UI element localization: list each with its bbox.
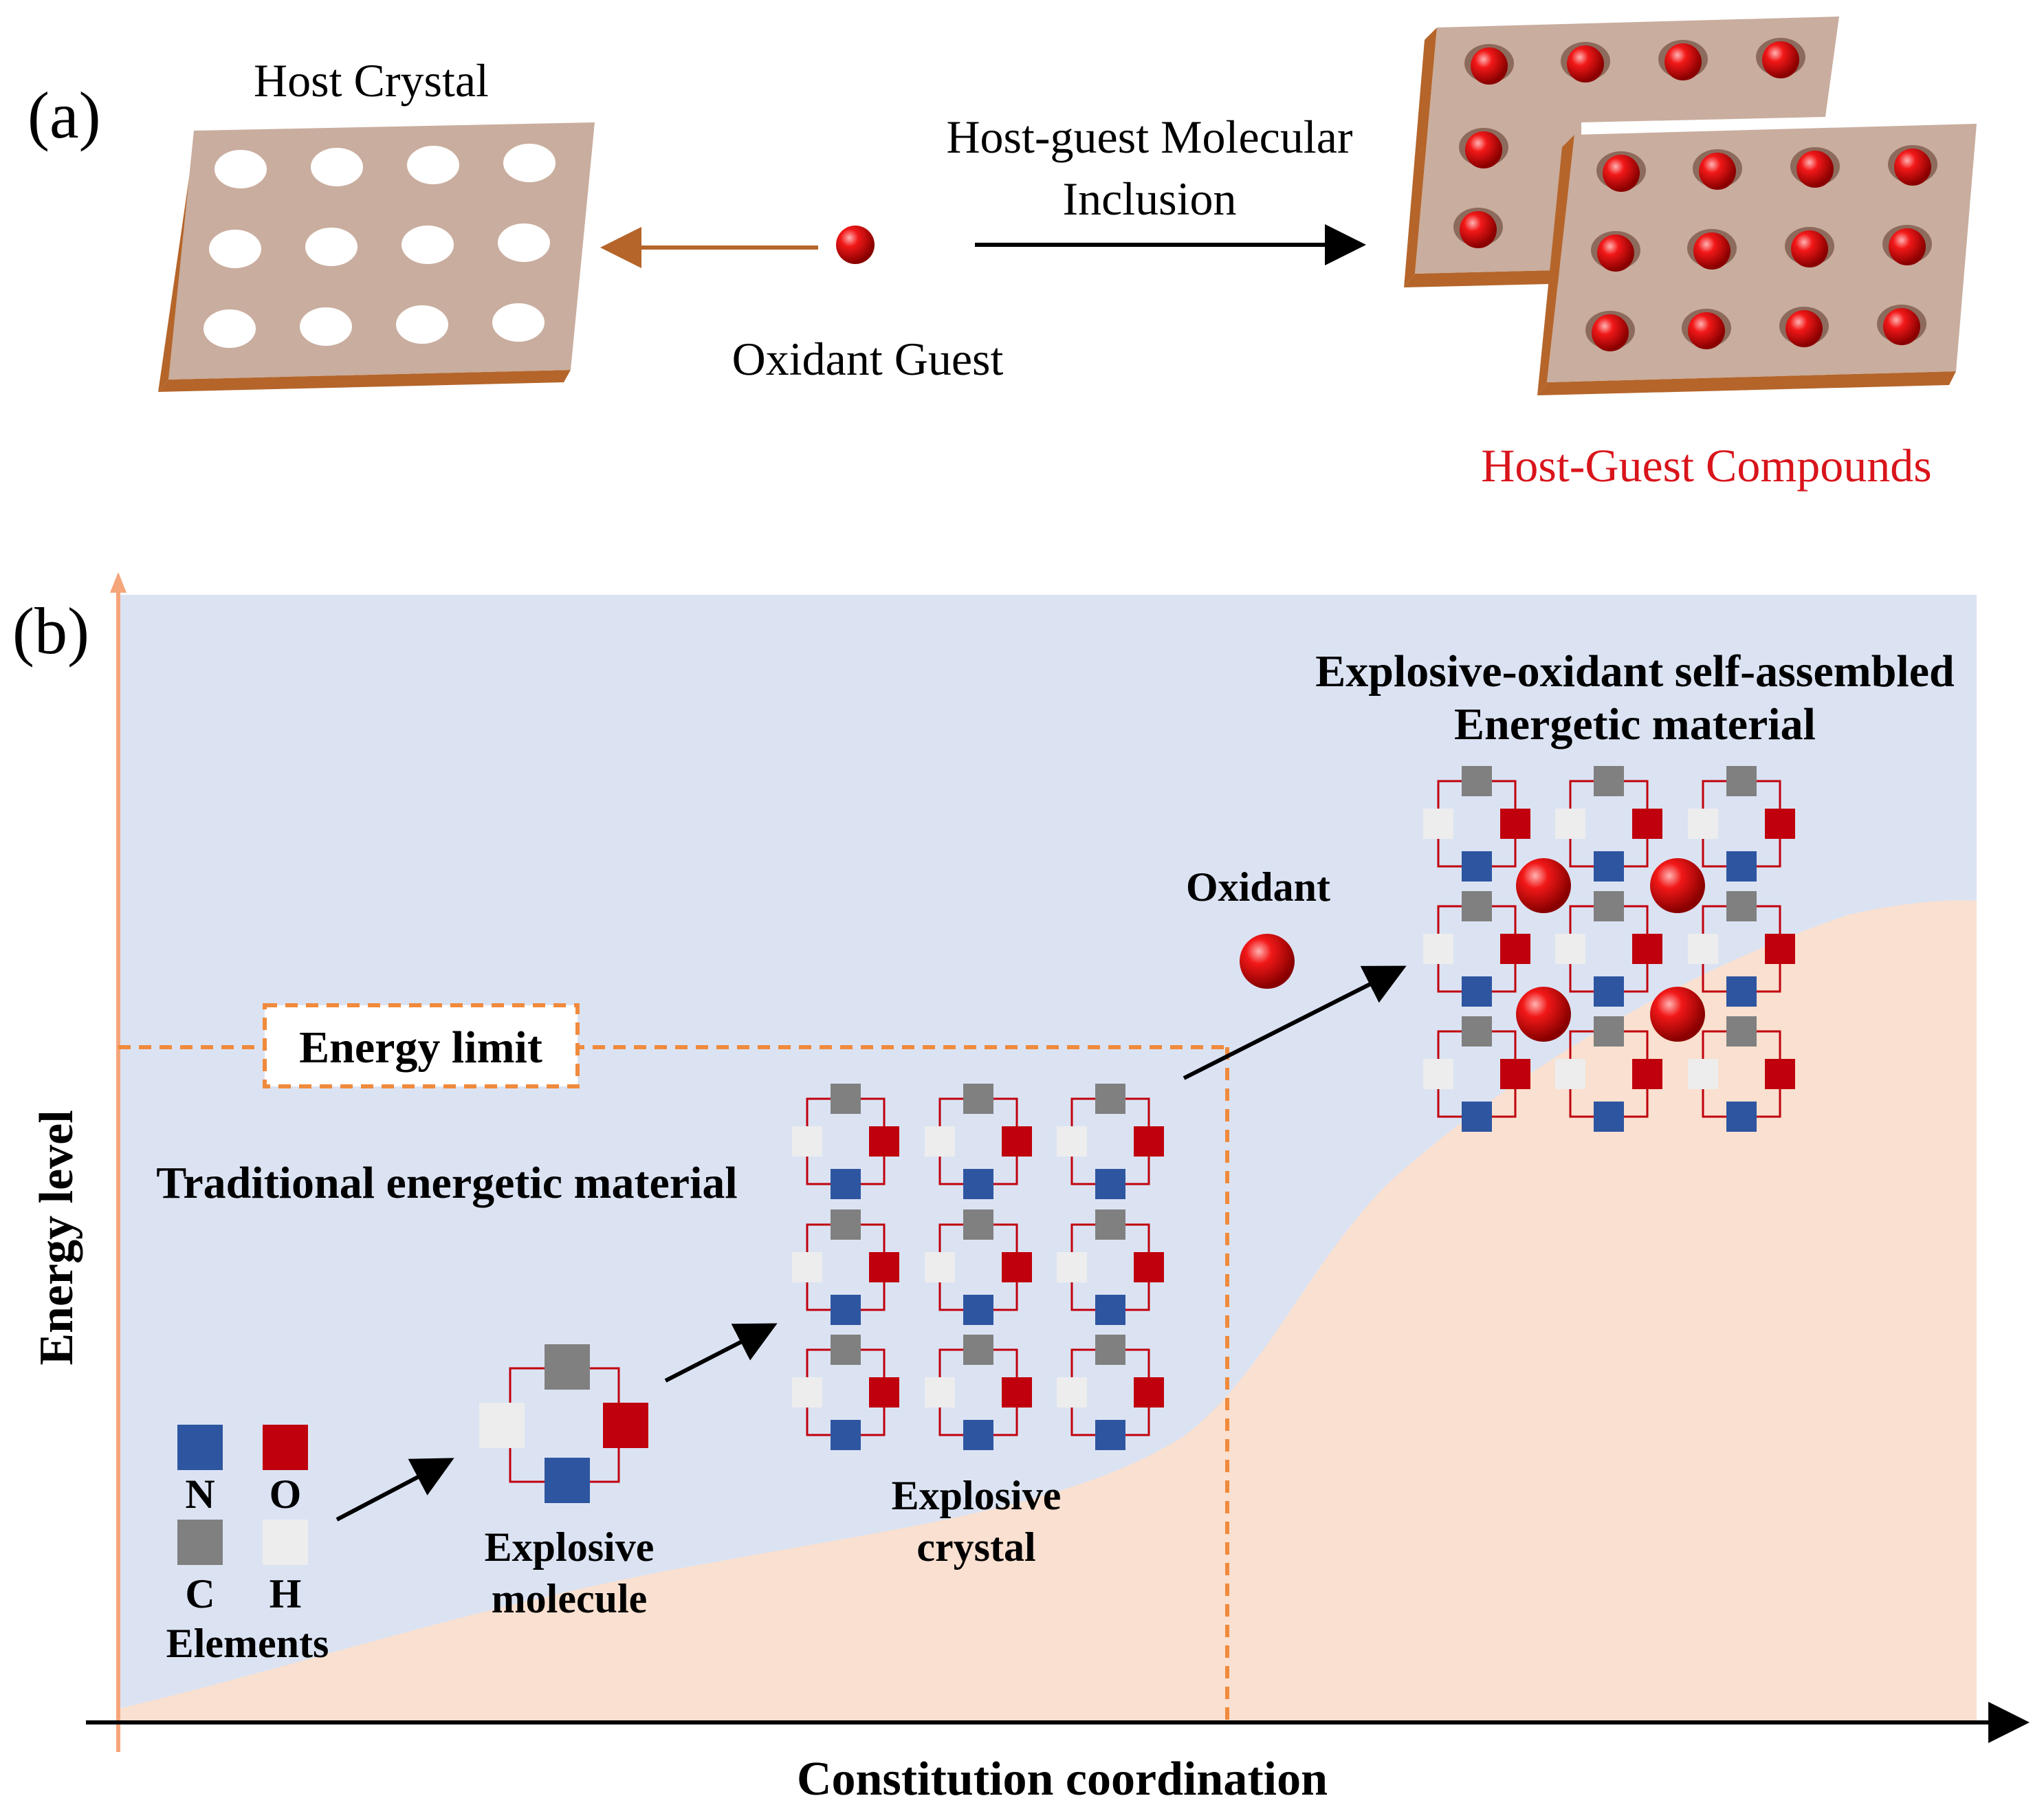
oxidant-guest-label: Oxidant Guest xyxy=(732,333,1004,385)
x-axis-label: Constitution coordination xyxy=(797,1753,1328,1806)
element-c-swatch xyxy=(177,1520,223,1565)
compound-plate-front xyxy=(1537,124,1977,395)
elements-title: Elements xyxy=(166,1621,329,1666)
oxidant-guest-ball xyxy=(836,226,875,264)
accessible-region-curve xyxy=(118,900,1977,1722)
energy-limit-label: Energy limit xyxy=(299,1022,542,1073)
compound-front-guests xyxy=(1585,145,1937,351)
self-assembled-label-line2: Energetic material xyxy=(1454,699,1816,749)
elements-to-molecule-arrow xyxy=(336,1458,454,1522)
explosive-crystal-line2: crystal xyxy=(916,1524,1035,1570)
panel-b: (b) Energy level Constitution coordinati… xyxy=(12,572,2030,1806)
element-c-label: C xyxy=(185,1571,215,1617)
explosive-crystal-line1: Explosive xyxy=(892,1473,1062,1518)
panel-b-label: (b) xyxy=(12,594,89,668)
element-o-label: O xyxy=(270,1471,302,1517)
elements-legend: N O C H Elements xyxy=(166,1425,329,1666)
element-h-label: H xyxy=(270,1571,302,1617)
explosive-molecule-line2: molecule xyxy=(492,1576,648,1621)
energy-limit-box xyxy=(263,1003,580,1088)
explosive-molecule xyxy=(479,1344,648,1503)
oxidant-label: Oxidant xyxy=(1186,864,1330,910)
host-crystal-pores xyxy=(204,144,556,348)
element-n-swatch xyxy=(177,1425,223,1470)
element-o-swatch xyxy=(263,1425,308,1470)
compound-back-guests xyxy=(1453,38,1805,248)
compound-plate-back xyxy=(1404,17,1839,287)
crystal-to-self-assembled-arrow xyxy=(1183,965,1407,1080)
element-h-swatch xyxy=(263,1520,308,1565)
host-crystal-label: Host Crystal xyxy=(254,54,489,107)
element-n-label: N xyxy=(185,1471,215,1517)
inclusion-label-line2: Inclusion xyxy=(1062,173,1236,225)
panel-a-label: (a) xyxy=(28,78,101,152)
host-guest-compounds-label: Host-Guest Compounds xyxy=(1481,439,1931,492)
host-crystal-plate xyxy=(158,122,595,392)
inclusion-label-line1: Host-guest Molecular xyxy=(946,111,1352,163)
panel-a: (a) Host Crystal Oxidant Guest Host-gues… xyxy=(28,17,1977,492)
oxidant-ball xyxy=(1240,934,1295,989)
molecule-to-crystal-arrow xyxy=(664,1323,778,1383)
y-axis-label: Energy level xyxy=(30,1110,83,1365)
self-assembled-grid xyxy=(1422,765,1796,1133)
y-axis-arrowhead xyxy=(110,572,127,593)
self-assembled-oxidants xyxy=(1516,858,1705,1042)
traditional-material-label: Traditional energetic material xyxy=(156,1158,738,1208)
explosive-molecule-line1: Explosive xyxy=(485,1524,655,1570)
self-assembled-label-line1: Explosive-oxidant self-assembled xyxy=(1315,646,1955,697)
